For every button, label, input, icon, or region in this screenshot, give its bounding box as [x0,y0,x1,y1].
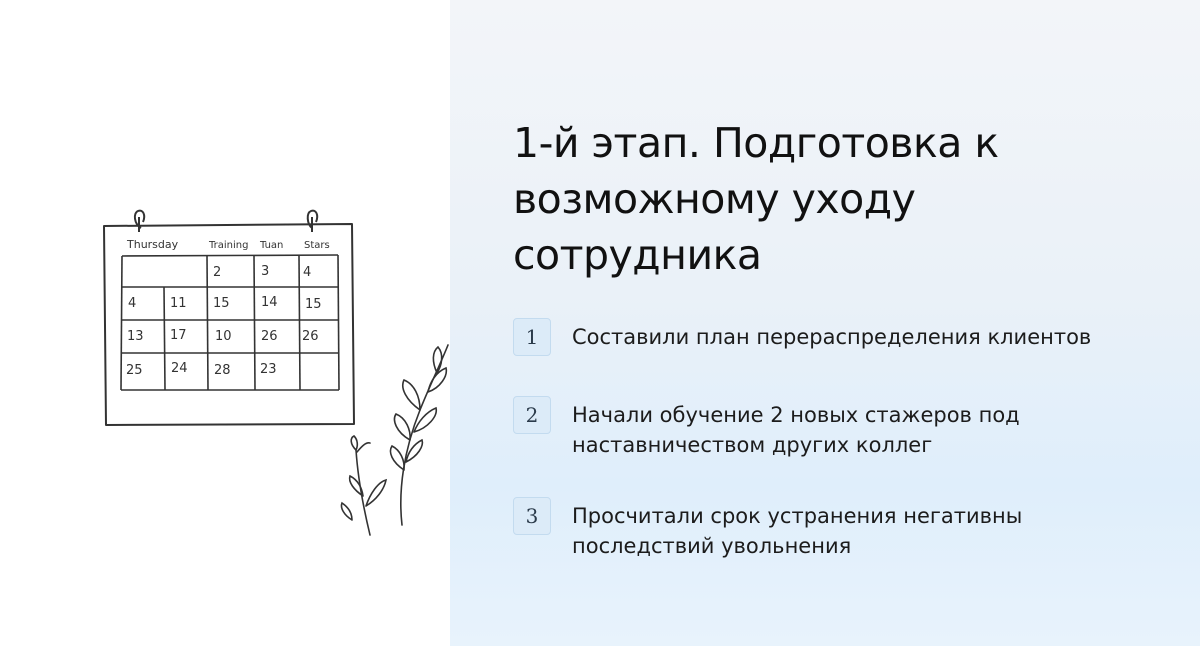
left-panel [0,0,450,646]
calendar-day: 24 [171,361,188,376]
calendar-header: Stars [304,240,330,251]
calendar-day: 4 [303,265,311,280]
step-text: Составили план перераспределения клиенто… [572,325,1092,349]
calendar-day: 28 [214,363,231,378]
calendar-header: Training [208,240,248,251]
step-text: Просчитали срок устранения негативны пос… [572,504,1023,558]
calendar-day: 17 [170,328,187,343]
step-number-badge: 3 [513,497,551,535]
calendar-day: 2 [213,265,221,280]
calendar-day: 23 [260,362,277,377]
calendar-illustration-icon: Thursday Training Tuan Stars 2 3 4 4 11 … [103,209,449,536]
calendar-day: 3 [261,264,269,279]
calendar-day: 15 [305,297,322,312]
step-number-badge: 2 [513,396,551,434]
step-item: 1 Составили план перераспределения клиен… [513,318,1132,356]
calendar-day: 13 [127,329,144,344]
step-item: 2 Начали обучение 2 новых стажеров под н… [513,396,1132,460]
slide-title: 1-й этап. Подготовка к возможному уходу … [513,119,999,279]
plant-sprig-icon [340,344,449,536]
calendar-day: 26 [261,329,278,344]
calendar-header: Thursday [126,238,179,251]
calendar-day: 4 [128,296,136,311]
calendar-day: 25 [126,363,143,378]
calendar-day: 15 [213,296,230,311]
calendar-day: 14 [261,295,278,310]
right-panel [450,0,1200,646]
calendar-day: 11 [170,296,187,311]
step-text: Начали обучение 2 новых стажеров под нас… [572,403,1020,457]
step-number-badge: 1 [513,318,551,356]
step-item: 3 Просчитали срок устранения негативны п… [513,497,1132,561]
calendar-day: 26 [302,329,319,344]
calendar-header: Tuan [259,240,283,251]
calendar-day: 10 [215,329,232,344]
